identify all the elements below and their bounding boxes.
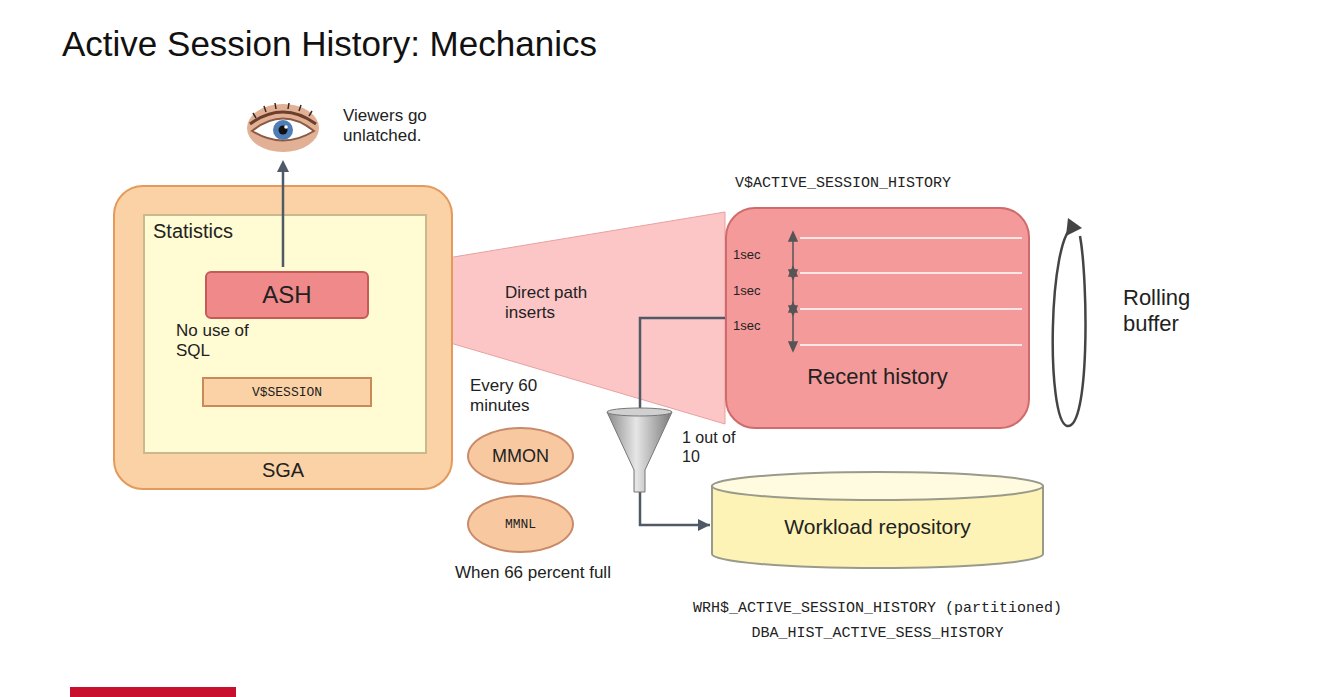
footer-bar [70,687,236,697]
node-text: SGA [115,459,451,482]
rolling-arrow [1053,218,1086,426]
sga-box: SGA StatisticsASH V$SESSION [113,185,453,490]
note-label: Every 60 minutes [470,376,580,417]
connector-label: 1 out of 10 [682,428,742,466]
cylinder-top [712,472,1043,500]
node-text: MMON [469,446,572,467]
process-oval: MMON [467,427,574,485]
connector-label: No use of SQL [176,321,256,362]
diagram-title: Active Session History: Mechanics [62,24,597,64]
node-text: DBA_HIST_ACTIVE_SESS_HISTORY [610,625,1145,642]
note-label: Rolling buffer [1123,285,1213,338]
note-label: 1sec [733,283,760,299]
node-text: Workload repository [710,515,1045,539]
view-box: V$SESSION [202,377,372,407]
repository-cylinder: Workload repositoryWRH$_ACTIVE_SESSION_H… [710,470,1045,570]
eye-icon [247,103,319,152]
note-label: Viewers go unlatched. [343,106,453,147]
process-oval: MMNL [467,495,574,553]
note-label: 1sec [733,318,760,334]
arrow-head [698,519,710,531]
node-text: Recent history [727,364,1028,390]
ash-box: ASH [205,271,369,319]
node-text: V$ACTIVE_SESSION_HISTORY [735,175,951,192]
recent-history-box: V$ACTIVE_SESSION_HISTORYRecent history [725,207,1030,429]
node-text: MMNL [469,517,572,532]
note-label: When 66 percent full [455,563,611,583]
node-text: WRH$_ACTIVE_SESSION_HISTORY (partitioned… [610,600,1145,617]
connector-label: Direct path inserts [505,283,625,324]
node-text: Statistics [153,220,233,243]
node-text: ASH [207,281,367,309]
note-label: 1sec [733,247,760,263]
filter-funnel [607,408,672,492]
node-text: V$SESSION [204,385,370,400]
